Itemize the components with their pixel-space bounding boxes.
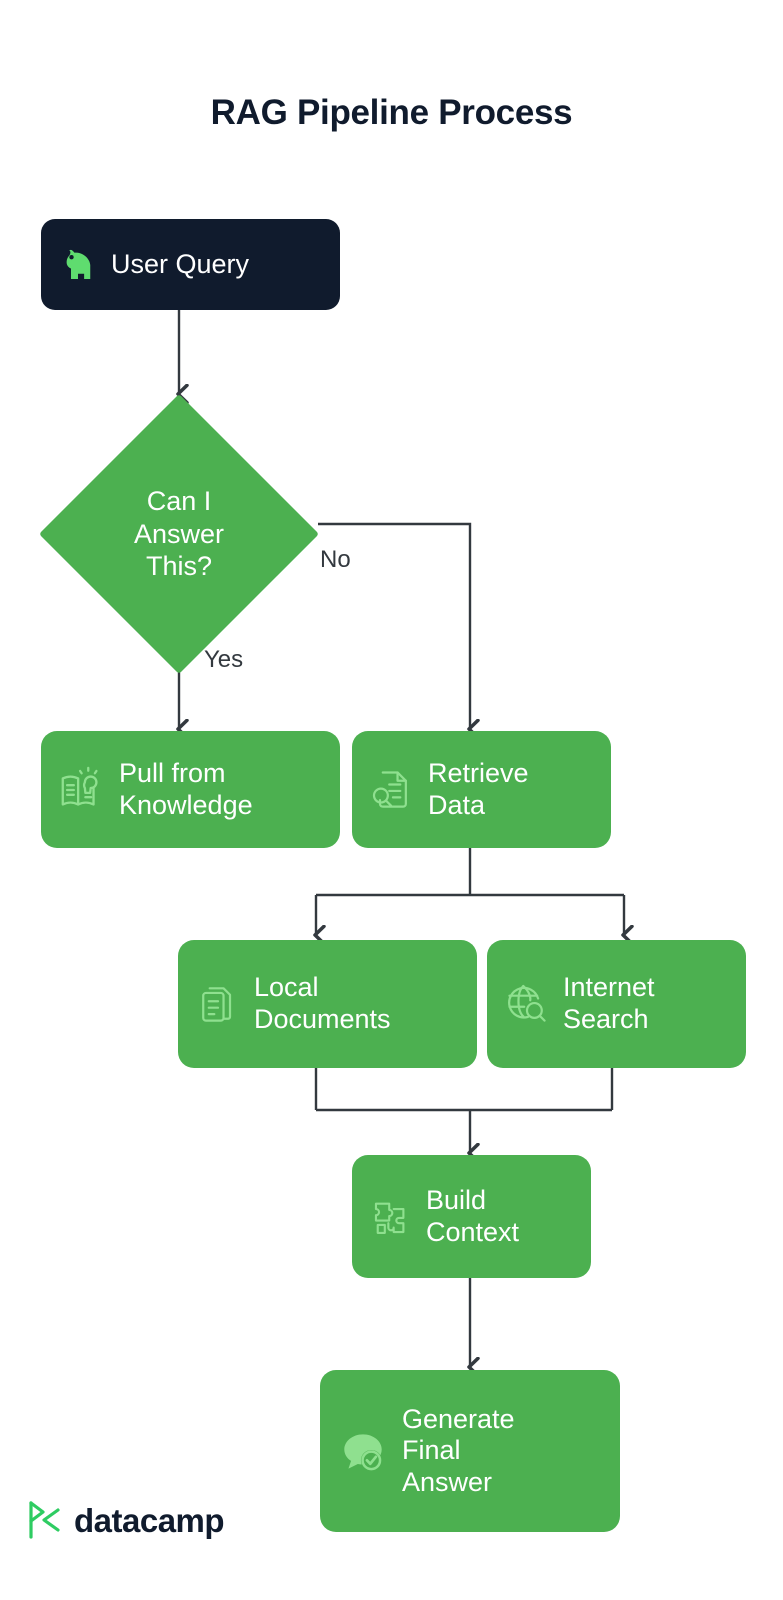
puzzle-pieces-icon <box>368 1194 414 1240</box>
datacamp-logo-icon <box>28 1500 62 1540</box>
node-build-context-label: Build Context <box>426 1184 520 1247</box>
globe-search-icon <box>503 980 551 1028</box>
node-user-query-label: User Query <box>111 248 250 279</box>
node-pull-from-knowledge[interactable]: Pull from Knowledge <box>41 731 340 848</box>
node-internet-search-label: Internet Search <box>563 972 655 1034</box>
brand-name: datacamp <box>74 1501 225 1539</box>
edge-label-yes: Yes <box>204 646 244 673</box>
node-local-documents-label: Local Documents <box>254 972 391 1034</box>
node-pull-from-knowledge-label: Pull from Knowledge <box>119 757 253 820</box>
brand-footer: datacamp <box>28 1500 225 1540</box>
chat-check-icon <box>336 1424 390 1478</box>
node-can-i-answer-this[interactable]: Can I Answer This? <box>38 393 320 675</box>
node-internet-search[interactable]: Internet Search <box>487 940 746 1068</box>
node-generate-final-answer-label: Generate Final Answer <box>402 1403 515 1497</box>
page-title: RAG Pipeline Process <box>210 93 573 132</box>
node-build-context[interactable]: Build Context <box>352 1155 591 1278</box>
node-local-documents[interactable]: Local Documents <box>178 940 477 1068</box>
node-generate-final-answer[interactable]: Generate Final Answer <box>320 1370 620 1532</box>
book-lightbulb-icon <box>57 765 107 815</box>
documents-stack-icon <box>194 980 242 1028</box>
document-search-icon <box>368 766 416 814</box>
node-retrieve-data[interactable]: Retrieve Data <box>352 731 611 848</box>
node-retrieve-data-label: Retrieve Data <box>428 757 529 820</box>
edge-label-no: No <box>320 546 351 573</box>
node-can-i-answer-this-label: Can I Answer This? <box>133 486 225 582</box>
node-user-query[interactable]: User Query <box>41 219 340 310</box>
head-flame-icon <box>57 244 99 286</box>
